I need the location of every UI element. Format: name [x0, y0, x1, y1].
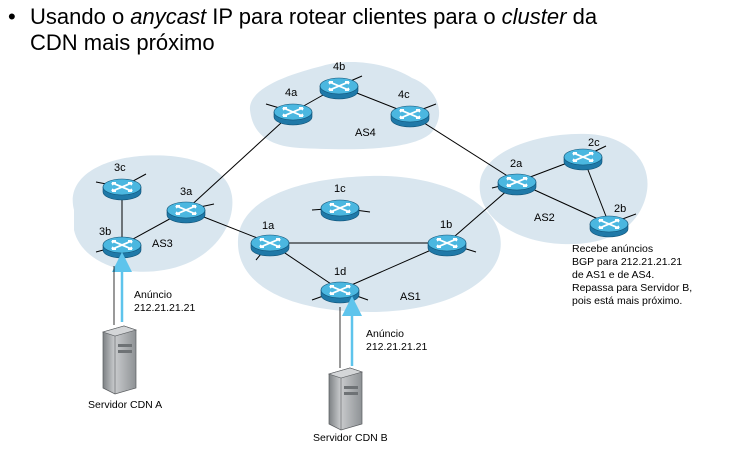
heading-anycast: anycast [130, 4, 207, 29]
router-4a [273, 103, 313, 126]
router-1d [320, 281, 360, 304]
note-line1: Recebe anúncios [572, 243, 653, 255]
label-3b: 3b [99, 226, 111, 238]
heading-line2: CDN mais próximo [30, 30, 215, 55]
label-2a: 2a [510, 158, 523, 170]
as3-label: AS3 [152, 238, 173, 250]
as1-cloud [237, 175, 501, 312]
note-line5: pois está mais próximo. [572, 295, 682, 307]
label-3a: 3a [180, 186, 193, 198]
heading-cluster: cluster [501, 4, 567, 29]
announce-b-line2: 212.21.21.21 [366, 341, 427, 353]
router-2c [563, 148, 603, 171]
server-b-icon [327, 367, 364, 431]
server-a-icon [101, 325, 138, 395]
label-2c: 2c [588, 137, 600, 149]
as4-cloud [249, 62, 440, 150]
label-1d: 1d [334, 266, 346, 278]
as1-label: AS1 [400, 291, 421, 303]
router-3b [102, 236, 142, 259]
heading-text-part2: IP para rotear clientes para o [206, 4, 502, 29]
as4-label: AS4 [355, 127, 376, 139]
router-2a [497, 173, 537, 196]
router-4c [390, 105, 430, 128]
router-3a [166, 201, 206, 224]
router-3c [102, 178, 142, 201]
note-line3: de AS1 e de AS4. [572, 269, 654, 281]
label-1c: 1c [334, 183, 346, 195]
server-a-label: Servidor CDN A [88, 399, 162, 411]
as2-label: AS2 [534, 212, 555, 224]
note-line4: Repassa para Servidor B, [572, 282, 692, 294]
router-2b [589, 215, 629, 238]
heading-text-part3: da [566, 4, 598, 29]
heading-bullet: • Usando o anycast IP para rotear cliente… [8, 4, 748, 56]
label-1a: 1a [262, 220, 275, 232]
server-b-label: Servidor CDN B [313, 432, 388, 444]
router-4b [319, 77, 359, 100]
label-4c: 4c [398, 89, 410, 101]
announce-b-line1: Anúncio [366, 328, 404, 340]
announce-a-line1: Anúncio [134, 289, 172, 301]
label-4a: 4a [285, 87, 298, 99]
label-3c: 3c [114, 162, 126, 174]
router-1a [250, 234, 290, 257]
label-2b: 2b [614, 203, 626, 215]
label-1b: 1b [440, 219, 452, 231]
router-1b [427, 234, 467, 257]
note-line2: BGP para 212.21.21.21 [572, 256, 682, 268]
announce-a-line2: 212.21.21.21 [134, 302, 195, 314]
as3-cloud [72, 155, 233, 272]
label-4b: 4b [333, 61, 345, 73]
bullet-mark: • [8, 4, 16, 29]
heading-text-part1: Usando o [30, 4, 131, 29]
router-1c [320, 199, 360, 222]
